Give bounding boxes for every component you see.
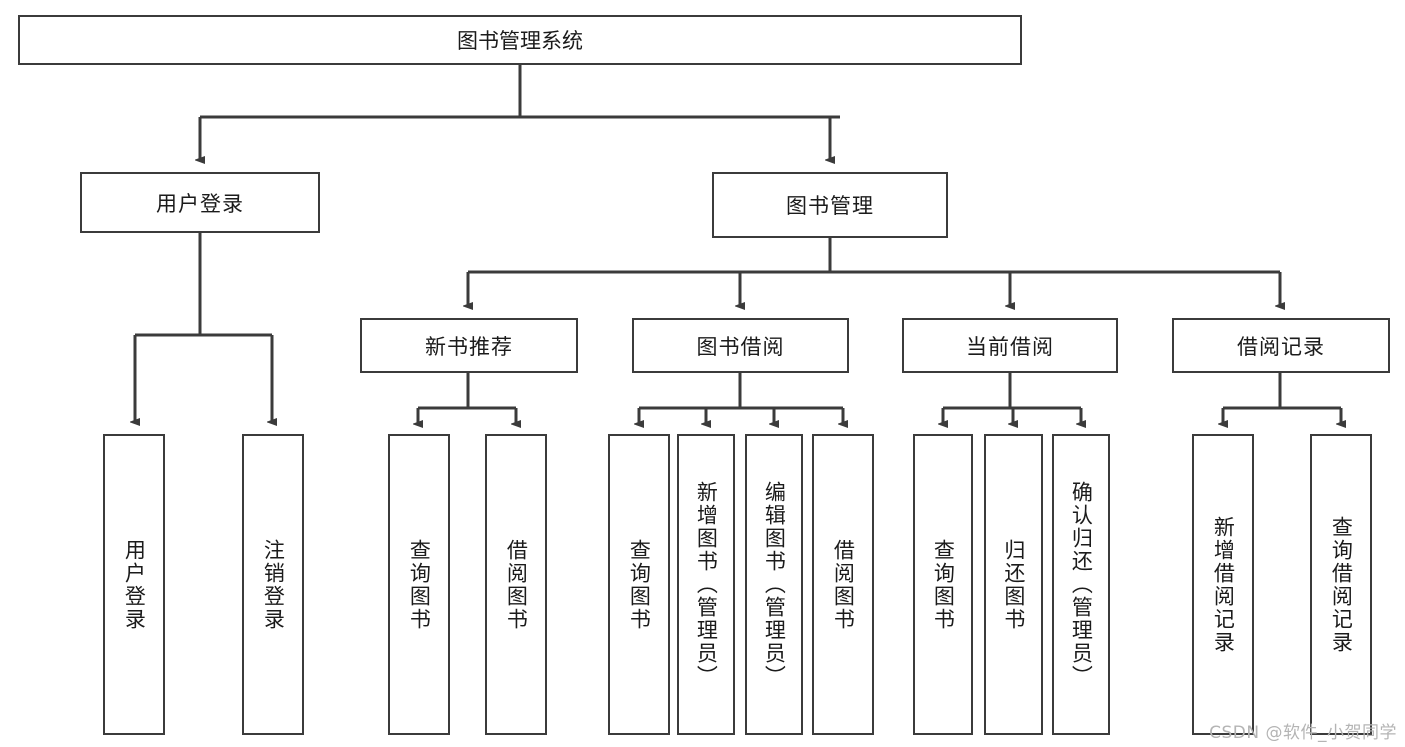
node-leaf-query-book-3[interactable]: 查询图书 bbox=[913, 434, 973, 735]
node-leaf-confirm-return[interactable]: 确认归还（管理员） bbox=[1052, 434, 1110, 735]
node-leaf-user-login[interactable]: 用户登录 bbox=[103, 434, 165, 735]
node-leaf-edit-book-label: 编辑图书（管理员） bbox=[762, 481, 787, 688]
node-user-login[interactable]: 用户登录 bbox=[80, 172, 320, 233]
node-leaf-confirm-return-label: 确认归还（管理员） bbox=[1069, 481, 1094, 688]
node-leaf-user-login-label: 用户登录 bbox=[122, 538, 147, 631]
node-borrow-record[interactable]: 借阅记录 bbox=[1172, 318, 1390, 373]
node-user-login-label: 用户登录 bbox=[156, 191, 244, 216]
node-leaf-logout-login[interactable]: 注销登录 bbox=[242, 434, 304, 735]
node-leaf-borrow-book-2-label: 借阅图书 bbox=[831, 538, 856, 631]
node-leaf-borrow-book-1-label: 借阅图书 bbox=[504, 538, 529, 631]
watermark: CSDN @软件_小贺同学 bbox=[1209, 723, 1397, 743]
node-leaf-add-book-label: 新增图书（管理员） bbox=[694, 481, 719, 688]
node-book-manage-label: 图书管理 bbox=[786, 194, 874, 218]
node-leaf-query-book-3-label: 查询图书 bbox=[931, 538, 956, 631]
node-leaf-add-borrow-record-label: 新增借阅记录 bbox=[1211, 515, 1236, 654]
node-leaf-query-book-2-label: 查询图书 bbox=[627, 538, 652, 631]
node-book-borrow[interactable]: 图书借阅 bbox=[632, 318, 849, 373]
node-root-label: 图书管理系统 bbox=[457, 29, 583, 53]
node-leaf-query-borrow-record[interactable]: 查询借阅记录 bbox=[1310, 434, 1372, 735]
node-leaf-return-book[interactable]: 归还图书 bbox=[984, 434, 1043, 735]
node-leaf-query-book-2[interactable]: 查询图书 bbox=[608, 434, 670, 735]
node-leaf-borrow-book-1[interactable]: 借阅图书 bbox=[485, 434, 547, 735]
node-leaf-edit-book[interactable]: 编辑图书（管理员） bbox=[745, 434, 803, 735]
node-leaf-query-book-1[interactable]: 查询图书 bbox=[388, 434, 450, 735]
node-leaf-return-book-label: 归还图书 bbox=[1001, 538, 1026, 631]
node-current-borrow[interactable]: 当前借阅 bbox=[902, 318, 1118, 373]
node-new-book-recommend-label: 新书推荐 bbox=[425, 334, 513, 359]
node-leaf-add-borrow-record[interactable]: 新增借阅记录 bbox=[1192, 434, 1254, 735]
node-new-book-recommend[interactable]: 新书推荐 bbox=[360, 318, 578, 373]
node-root[interactable]: 图书管理系统 bbox=[18, 15, 1022, 65]
node-leaf-logout-login-label: 注销登录 bbox=[261, 538, 286, 631]
node-book-borrow-label: 图书借阅 bbox=[696, 334, 785, 359]
node-leaf-query-borrow-record-label: 查询借阅记录 bbox=[1329, 515, 1354, 654]
node-leaf-query-book-1-label: 查询图书 bbox=[407, 538, 432, 631]
node-leaf-borrow-book-2[interactable]: 借阅图书 bbox=[812, 434, 874, 735]
node-borrow-record-label: 借阅记录 bbox=[1237, 334, 1325, 359]
node-leaf-add-book[interactable]: 新增图书（管理员） bbox=[677, 434, 735, 735]
node-book-manage[interactable]: 图书管理 bbox=[712, 172, 948, 238]
node-current-borrow-label: 当前借阅 bbox=[966, 334, 1054, 359]
